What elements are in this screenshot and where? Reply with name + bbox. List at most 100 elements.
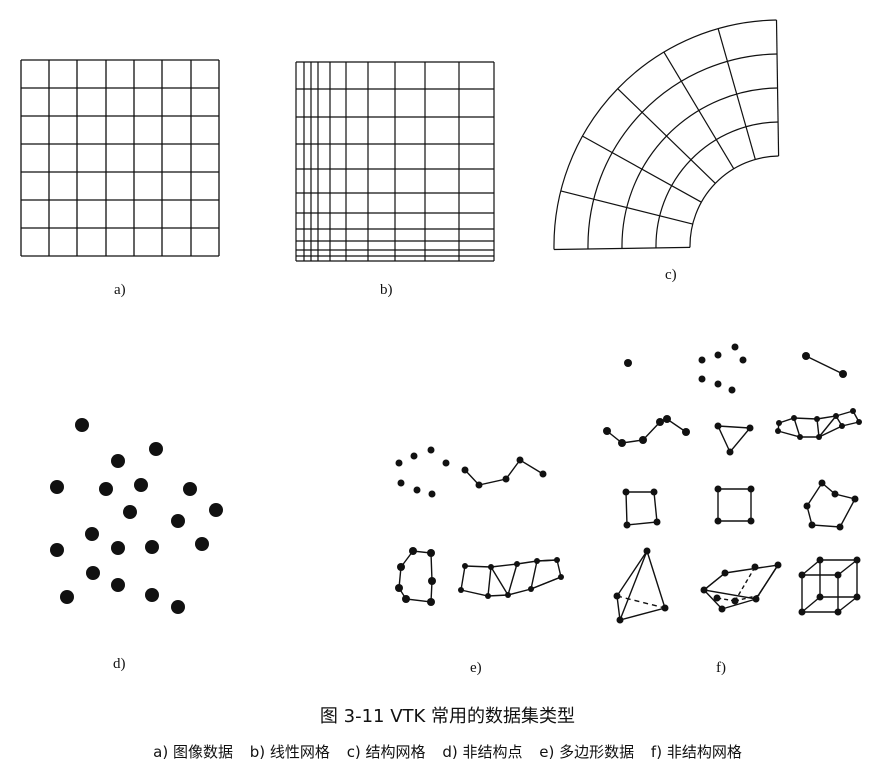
unstructured-point — [123, 505, 137, 519]
cell-line-edges — [805, 355, 844, 375]
unstructured-point — [75, 418, 89, 432]
cell-polygon-vertex — [831, 490, 839, 498]
polyline-vertex — [461, 466, 469, 474]
cell-voxel-edge — [837, 596, 858, 613]
cell-polyline-vertex — [603, 427, 611, 435]
cell-triangle-strip-vertex — [816, 434, 822, 440]
cell-hex-side-edges — [703, 589, 757, 610]
cell-quad-vertex — [623, 521, 631, 529]
unstructured-point — [183, 482, 197, 496]
cell-triangle-strip-vertex — [839, 423, 845, 429]
unstructured-point — [85, 527, 99, 541]
polygon-vertex — [395, 584, 403, 592]
polygon-vertex — [402, 595, 410, 603]
cell-tetra-vertex — [613, 592, 621, 600]
triangle-strip-vertex — [462, 563, 468, 569]
cell-tetra-vertex — [643, 547, 651, 555]
cell-polyvertex-point — [698, 375, 706, 383]
cell-pixel-edges — [717, 488, 752, 522]
cell-triangle-strip-vertex — [791, 415, 797, 421]
cell-voxel-vertex — [816, 556, 824, 564]
cell-line-vertex — [839, 370, 847, 378]
panel-b-rectilinear-grid — [295, 61, 495, 262]
cell-triangle-vertex — [726, 448, 734, 456]
triangle-strip-vertex — [534, 558, 540, 564]
triangle-strip-vertex — [485, 593, 491, 599]
triangle-strip-edge — [490, 566, 509, 596]
legend-item-b: b) 线性网格 — [249, 743, 330, 761]
unstructured-point — [86, 566, 100, 580]
legend-item-f: f) 非结构网格 — [650, 743, 742, 761]
triangle-strip-vertex — [514, 561, 520, 567]
triangle-strip-vertex — [554, 557, 560, 563]
triangle-strip-edge — [460, 565, 466, 591]
cell-voxel-edge — [837, 559, 858, 576]
figure-caption-title: 图 3-11 VTK 常用的数据集类型 — [319, 706, 576, 727]
cell-polygon-edges — [806, 481, 857, 528]
panel-d-label: d) — [113, 656, 126, 672]
vertex-point — [410, 452, 418, 460]
cell-pixel-vertex — [714, 517, 722, 525]
panel-e-polygonal-data — [395, 446, 564, 606]
panel-a-label: a) — [114, 282, 126, 298]
polyline-vertex — [516, 456, 524, 464]
cell-polygon-vertex — [818, 479, 826, 487]
cell-polyline-vertex — [639, 436, 647, 444]
cell-hex-vertex — [718, 605, 726, 613]
cell-triangle-strip-vertex — [856, 419, 862, 425]
cell-line-vertex — [802, 352, 810, 360]
grid-radial-line — [560, 190, 693, 225]
vertex-point — [428, 490, 436, 498]
cell-tetra-edge-hidden — [616, 595, 666, 609]
cell-voxel-vertex — [853, 556, 861, 564]
polyline-vertex — [502, 475, 510, 483]
cell-triangle-strip-vertex — [776, 420, 782, 426]
unstructured-point — [145, 588, 159, 602]
unstructured-point — [195, 537, 209, 551]
cell-triangle-strip-vertex — [833, 413, 839, 419]
panel-e-label: e) — [470, 660, 482, 676]
cell-polyvertex-point — [728, 386, 736, 394]
cell-pixel-vertex — [747, 485, 755, 493]
legend-item-d: d) 非结构点 — [442, 743, 523, 761]
cell-voxel-vertex — [816, 593, 824, 601]
cell-voxel-vertex — [834, 608, 842, 616]
polygon-vertex — [427, 549, 435, 557]
cell-triangle-strip-vertex — [814, 416, 820, 422]
cell-voxel-edge — [801, 559, 821, 576]
grid-radial-line — [553, 246, 691, 251]
cell-hex-vertex — [751, 563, 759, 571]
cell-polyvertex-point — [714, 351, 722, 359]
cell-polyvertex-point — [731, 343, 739, 351]
grid-arc-line — [689, 155, 779, 248]
cell-quad-edges — [625, 491, 658, 526]
unstructured-point — [111, 578, 125, 592]
unstructured-point — [50, 480, 64, 494]
grid-radial-line — [582, 135, 702, 203]
cell-polygon-vertex — [851, 495, 859, 503]
cell-voxel-vertex — [834, 571, 842, 579]
vertex-point — [397, 479, 405, 487]
panel-a-image-data-grid — [20, 59, 220, 257]
unstructured-point — [209, 503, 223, 517]
panel-c-label: c) — [665, 267, 677, 283]
cell-polygon-vertex — [803, 502, 811, 510]
cell-vertex — [624, 359, 632, 367]
cell-quad-vertex — [650, 488, 658, 496]
triangle-strip-vertex — [505, 592, 511, 598]
figure-caption-legend: a) 图像数据 b) 线性网格 c) 结构网格 d) 非结构点 e) 多边形数据… — [0, 741, 895, 762]
cell-triangle-vertex — [714, 422, 722, 430]
triangle-strip-vertex — [528, 586, 534, 592]
grid-radial-line — [717, 28, 756, 160]
triangle-strip-edge — [487, 566, 492, 597]
cell-quad-vertex — [653, 518, 661, 526]
cell-polygon-vertex — [808, 521, 816, 529]
cell-voxel-vertex — [853, 593, 861, 601]
cell-triangle-strip-vertex — [775, 428, 781, 434]
triangle-strip-edge — [507, 563, 518, 596]
cell-tetra-vertex — [661, 604, 669, 612]
cell-hex-edge — [703, 572, 726, 591]
triangle-strip-vertex — [488, 564, 494, 570]
cell-hex-edge — [755, 564, 779, 600]
triangle-strip-edge — [530, 576, 562, 590]
